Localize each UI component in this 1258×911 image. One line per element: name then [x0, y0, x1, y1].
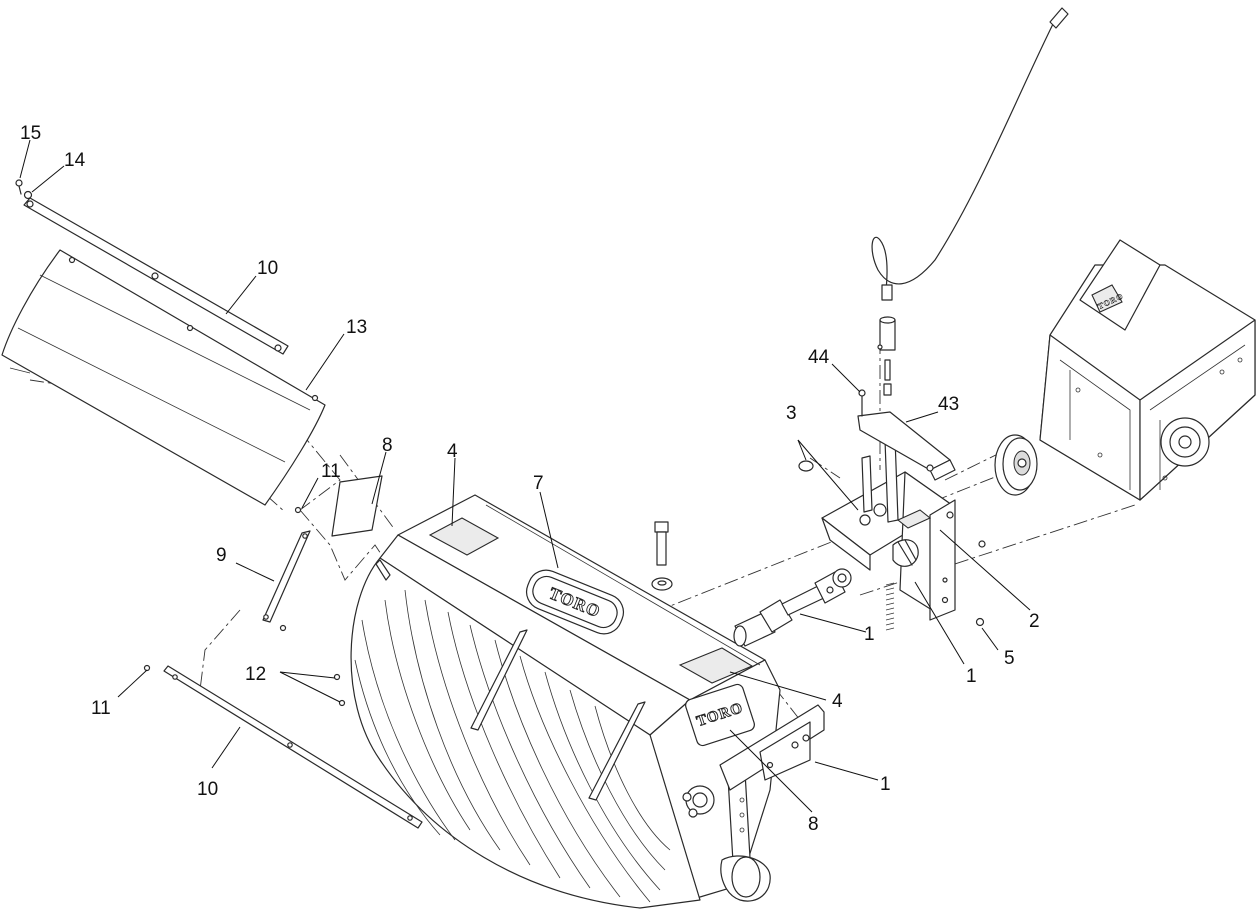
- callout-1-plate: 1: [966, 666, 977, 687]
- bolt-44: [858, 389, 866, 417]
- lower-strap-10: [163, 665, 423, 829]
- washer-14: [23, 190, 33, 200]
- fastener-5: [975, 540, 986, 627]
- callout-14: 14: [64, 150, 86, 171]
- callout-10-upper: 10: [257, 258, 278, 279]
- side-strap-9: [262, 530, 311, 623]
- rear-deflector-shield: [1, 249, 326, 506]
- callout-9: 9: [216, 545, 227, 566]
- callout-11-lower: 11: [91, 698, 111, 719]
- toro-logo-front: TORO: [685, 683, 755, 747]
- callout-1-bracket: 1: [880, 774, 891, 795]
- callout-8-logo: 8: [808, 814, 819, 835]
- bolt-15: [15, 179, 23, 195]
- callout-13: 13: [346, 317, 367, 338]
- broom-housing: TORO TORO: [379, 494, 781, 901]
- callout-7: 7: [533, 473, 544, 494]
- callout-labels: 15 14 10 13 8 4 7 11 9 12 11 10 44 3 43 …: [20, 123, 1040, 835]
- drive-shaft: [733, 568, 852, 647]
- callout-44: 44: [808, 347, 830, 368]
- bracket-43: [857, 411, 956, 481]
- spring-upright: [861, 436, 899, 631]
- callout-15: 15: [20, 123, 41, 144]
- callout-4-lower: 4: [832, 691, 843, 712]
- toro-logo-top: TORO: [525, 569, 625, 635]
- decal-4-lower: [678, 647, 754, 684]
- upper-strap: [23, 197, 289, 355]
- mount-plate: [821, 471, 956, 621]
- control-cable: [871, 7, 1069, 396]
- callout-10-lower: 10: [197, 779, 218, 800]
- callout-3: 3: [786, 403, 797, 424]
- callout-5: 5: [1004, 648, 1015, 669]
- decal-4-top: [428, 517, 500, 556]
- small-fasteners: [143, 506, 346, 707]
- callout-43: 43: [938, 394, 959, 415]
- plug-3: [798, 460, 814, 472]
- leader-lines: [19, 139, 1031, 813]
- callout-1-shaft: 1: [864, 624, 875, 645]
- callout-8-decal: 8: [382, 435, 393, 456]
- callout-11-upper: 11: [321, 461, 341, 482]
- side-bracket-1: [719, 704, 825, 791]
- pulley: [994, 434, 1038, 496]
- callout-4-top: 4: [447, 441, 458, 462]
- broom-bristles: [350, 557, 701, 909]
- decal-8-loose: [331, 475, 383, 537]
- callout-2: 2: [1029, 611, 1040, 632]
- caster-assembly: [682, 757, 771, 902]
- callout-12: 12: [245, 664, 266, 685]
- center-bolt: [651, 521, 673, 591]
- power-unit: TORO: [1039, 239, 1256, 501]
